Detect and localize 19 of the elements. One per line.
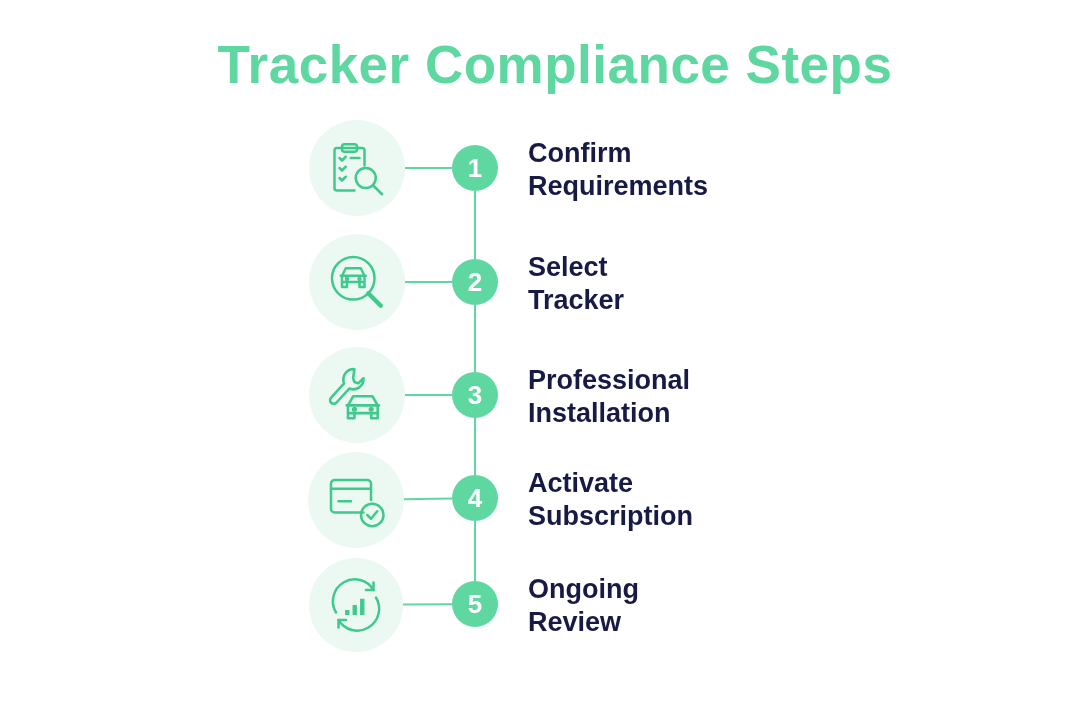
connector-line [474,417,476,476]
connector-line [474,304,476,373]
step-number-badge: 5 [452,581,498,627]
step-number-badge: 1 [452,145,498,191]
connector-line [474,190,476,260]
connector-line [403,497,453,501]
connector-line [474,520,476,582]
step-title: Ongoing Review [528,573,639,639]
step-title: Select Tracker [528,251,625,317]
connector-line [404,281,453,283]
connector-line [404,167,453,169]
connector-line [402,603,453,606]
step-number-badge: 2 [452,259,498,305]
connector-line [404,394,453,396]
step-title: Confirm Requirements [528,137,709,203]
step-title: Activate Subscription [528,467,693,533]
step-number-badge: 3 [452,372,498,418]
step-title: Professional Installation [528,364,691,430]
step-number-badge: 4 [452,475,498,521]
